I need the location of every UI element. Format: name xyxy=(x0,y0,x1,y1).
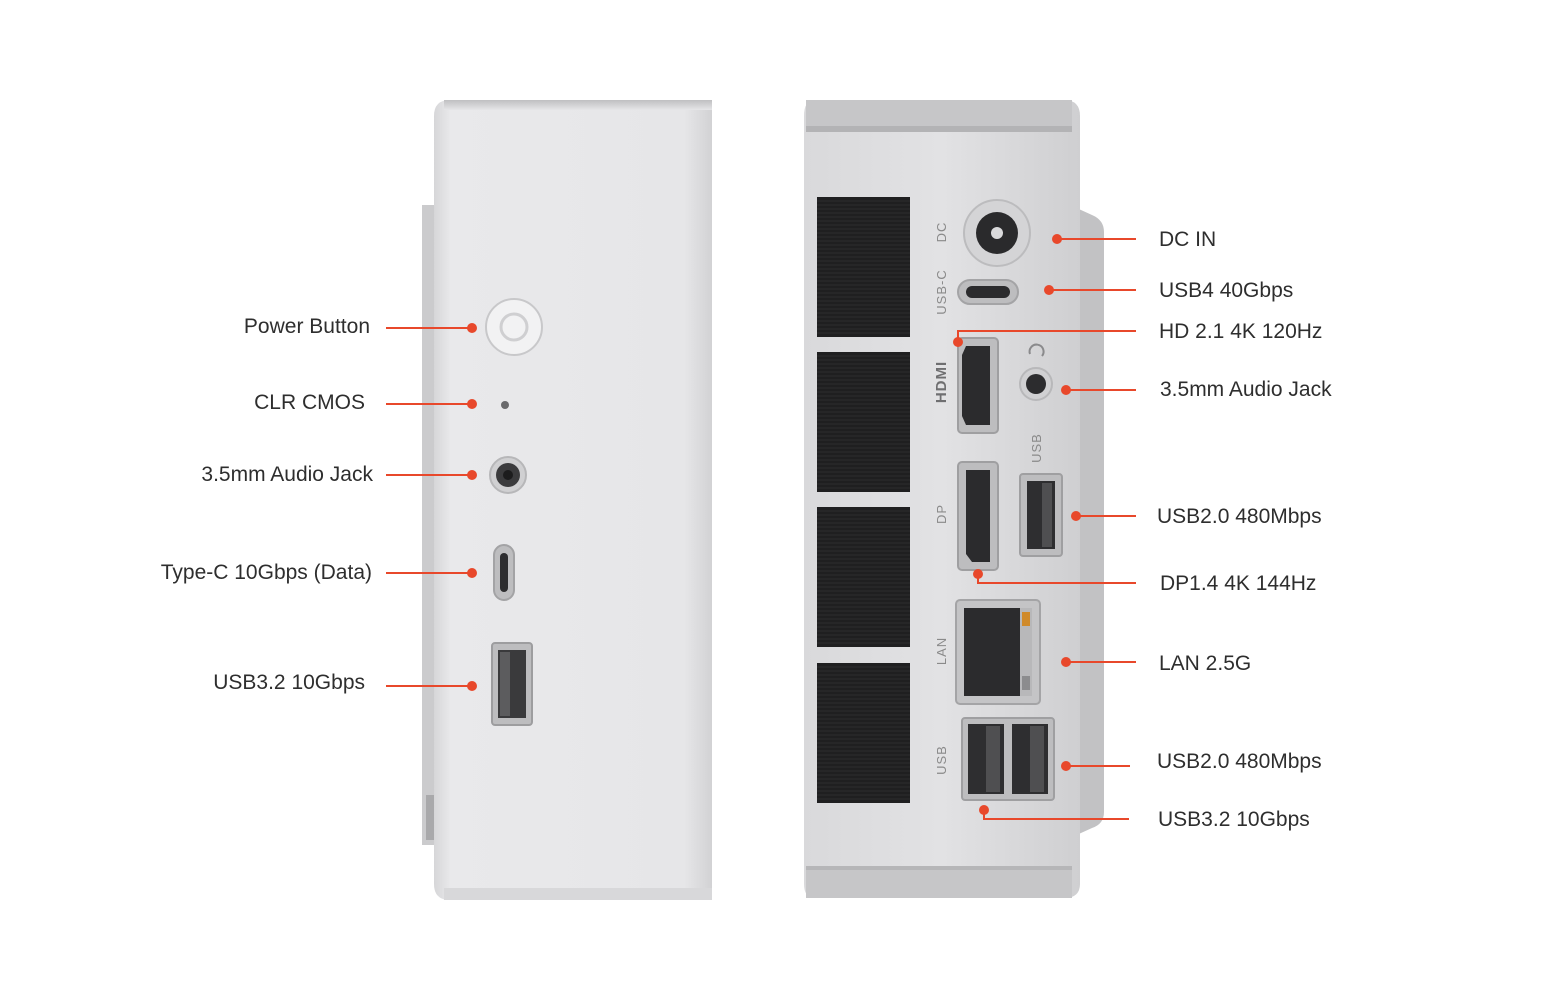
dot-power-button xyxy=(467,323,477,333)
label-front-usb32: USB3.2 10Gbps xyxy=(213,671,365,694)
label-usb20-bottom: USB2.0 480Mbps xyxy=(1157,750,1322,773)
leader-hdmi xyxy=(957,330,1136,332)
dot-front-usb32 xyxy=(467,681,477,691)
leader-dp-vertical xyxy=(977,573,979,583)
leader-dc-in xyxy=(1057,238,1136,240)
vent-grille xyxy=(817,663,910,803)
leader-usb4 xyxy=(1049,289,1136,291)
marking-usb-c: USB-C xyxy=(934,269,949,315)
leader-clr-cmos xyxy=(386,403,472,405)
label-rear-audio-jack: 3.5mm Audio Jack xyxy=(1160,378,1332,401)
label-hdmi: HD 2.1 4K 120Hz xyxy=(1159,320,1323,343)
vent-grille xyxy=(817,352,910,492)
leader-front-usb32 xyxy=(386,685,472,687)
label-lan: LAN 2.5G xyxy=(1159,652,1252,675)
leader-power-button xyxy=(386,327,472,329)
leader-type-c xyxy=(386,572,472,574)
leader-rear-audio-jack xyxy=(1066,389,1136,391)
label-clr-cmos: CLR CMOS xyxy=(254,391,365,414)
rear-bottom-edge xyxy=(806,868,1072,898)
marking-hdmi: HDMI xyxy=(933,360,950,404)
leader-lan xyxy=(1066,661,1136,663)
label-usb32-bottom: USB3.2 10Gbps xyxy=(1158,808,1310,831)
front-top-edge xyxy=(444,100,712,110)
label-usb20-top: USB2.0 480Mbps xyxy=(1157,505,1322,528)
marking-dp: DP xyxy=(934,503,949,525)
label-power-button: Power Button xyxy=(243,315,370,338)
dot-clr-cmos xyxy=(467,399,477,409)
leader-front-audio-jack xyxy=(386,474,472,476)
vent-grilles xyxy=(817,197,910,803)
marking-usb-top: USB xyxy=(1029,433,1044,463)
vent-grille xyxy=(817,507,910,647)
dot-front-audio-jack xyxy=(467,470,477,480)
label-usb4: USB4 40Gbps xyxy=(1159,279,1294,302)
rear-top-edge xyxy=(806,100,1072,130)
clr-cmos-pinhole-icon xyxy=(501,401,509,409)
leader-hdmi-vertical xyxy=(957,331,959,341)
front-side-edge-2 xyxy=(426,795,434,840)
label-front-audio-jack: 3.5mm Audio Jack xyxy=(201,463,373,486)
label-dp: DP1.4 4K 144Hz xyxy=(1160,572,1317,595)
label-dc-in: DC IN xyxy=(1159,228,1217,251)
leader-usb32-bottom xyxy=(983,818,1129,820)
leader-usb32-bottom-vertical xyxy=(983,809,985,819)
dot-hdmi xyxy=(953,337,963,347)
vent-grille xyxy=(817,197,910,337)
headphone-icon xyxy=(1028,343,1045,357)
front-bottom-edge xyxy=(444,888,712,900)
leader-dp xyxy=(977,582,1136,584)
leader-usb20-bottom xyxy=(1066,765,1130,767)
label-type-c: Type-C 10Gbps (Data) xyxy=(160,561,372,584)
leader-usb20-top xyxy=(1076,515,1136,517)
marking-usb-bottom: USB xyxy=(934,745,949,775)
power-button-icon xyxy=(485,298,543,356)
marking-lan: LAN xyxy=(934,636,949,666)
dot-type-c xyxy=(467,568,477,578)
